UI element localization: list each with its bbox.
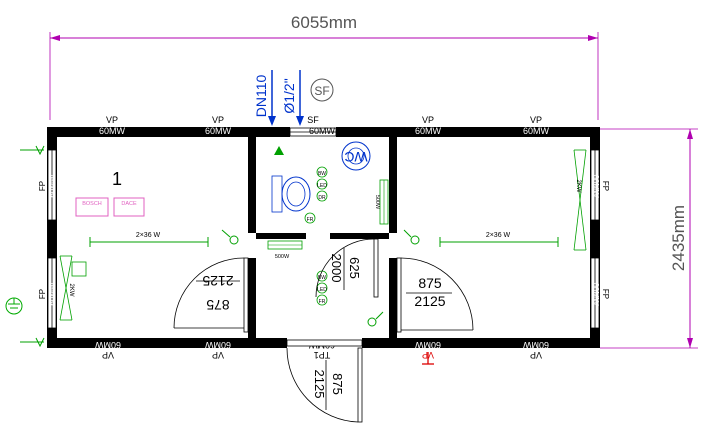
pipe-dn-label: DN110 (253, 75, 269, 118)
svg-text:SF: SF (307, 115, 319, 125)
shower-area: 500W BW LED FR (267, 240, 328, 306)
svg-text:500W: 500W (275, 254, 290, 260)
svg-text:BW: BW (318, 171, 326, 177)
svg-text:875: 875 (418, 275, 442, 291)
svg-text:60MW: 60MW (523, 126, 550, 136)
dimension-width: 6055mm (49, 13, 599, 120)
heater-right: 2KW (573, 149, 587, 251)
svg-text:2125: 2125 (414, 293, 445, 309)
svg-text:60MW: 60MW (48, 282, 57, 306)
svg-text:FR: FR (307, 217, 314, 223)
svg-text:DR: DR (318, 195, 326, 201)
dimension-height: 2435mm (600, 128, 698, 349)
svg-text:60MW: 60MW (99, 126, 126, 136)
svg-text:VP: VP (212, 350, 224, 360)
exterior-walls (47, 127, 600, 348)
svg-text:FR: FR (319, 299, 326, 305)
svg-text:FP: FP (38, 289, 47, 299)
svg-text:500W: 500W (374, 195, 380, 210)
feed-arrows (20, 145, 45, 348)
pipe-size-label: Ø1/2" (281, 78, 297, 113)
svg-text:2125: 2125 (312, 370, 327, 399)
svg-text:VP: VP (102, 350, 114, 360)
svg-text:BW: BW (318, 275, 326, 281)
svg-text:TP1: TP1 (314, 350, 331, 360)
width-dimension-label: 6055mm (291, 13, 357, 32)
svg-text:60MW: 60MW (205, 126, 232, 136)
svg-text:VP: VP (530, 115, 542, 125)
room-number: 1 (112, 169, 122, 189)
door-center: 625 2000 (315, 238, 379, 298)
water-supply-annotation: DN110 Ø1/2" SF (253, 70, 334, 126)
door-entry: 875 2125 (286, 339, 363, 423)
svg-text:VP: VP (106, 115, 118, 125)
windows (47, 127, 600, 329)
wc-label: WC (344, 149, 367, 165)
svg-text:VP: VP (212, 115, 224, 125)
svg-text:VP: VP (422, 115, 434, 125)
svg-text:BOSCH: BOSCH (82, 201, 102, 207)
lamp-left: 2×36 W (89, 232, 209, 247)
svg-text:FP: FP (601, 289, 610, 299)
svg-text:60MW: 60MW (309, 126, 336, 136)
svg-text:2KW: 2KW (575, 179, 581, 192)
svg-text:2×36 W: 2×36 W (486, 232, 511, 239)
sf-symbol: SF (314, 84, 329, 98)
lamp-right: 2×36 W (439, 232, 559, 247)
top-wall-labels: VP 60MW VP 60MW SF 60MW VP 60MW VP 60MW (99, 115, 550, 136)
svg-text:625: 625 (347, 257, 362, 279)
heater-left: 2KW (59, 255, 87, 321)
door-left: 2125 875 (173, 257, 249, 333)
svg-text:2KW: 2KW (68, 283, 74, 296)
svg-text:60MW: 60MW (205, 340, 232, 350)
door-right: 875 2125 (396, 257, 474, 333)
outlet-red (422, 352, 434, 365)
svg-text:875: 875 (330, 373, 345, 395)
svg-text:60MW: 60MW (48, 174, 57, 198)
svg-text:FP: FP (601, 181, 610, 191)
svg-text:60MW: 60MW (415, 126, 442, 136)
svg-text:60MW: 60MW (591, 174, 600, 198)
svg-text:60MW: 60MW (591, 282, 600, 306)
svg-text:FP: FP (38, 181, 47, 191)
interior-walls (248, 137, 397, 338)
wc-room: WC BW LED DR FR 500W (271, 141, 389, 225)
svg-text:LED: LED (317, 183, 327, 189)
wall-stubs (47, 226, 600, 246)
svg-text:LED: LED (317, 287, 327, 293)
svg-text:2×36 W: 2×36 W (136, 232, 161, 239)
side-wall-labels: FP 60MW FP 60MW FP 60MW FP 60MW (38, 174, 610, 306)
distribution-boards: BOSCH DACE (75, 197, 145, 217)
ground-symbol (5, 297, 23, 315)
height-dimension-label: 2435mm (669, 205, 688, 271)
svg-text:2000: 2000 (329, 254, 344, 283)
svg-text:875: 875 (206, 297, 230, 313)
svg-text:DACE: DACE (121, 201, 137, 207)
svg-text:60MW: 60MW (523, 340, 550, 350)
svg-text:VP: VP (530, 350, 542, 360)
svg-text:60MW: 60MW (415, 340, 442, 350)
switches (221, 229, 420, 327)
svg-text:60MW: 60MW (95, 340, 122, 350)
